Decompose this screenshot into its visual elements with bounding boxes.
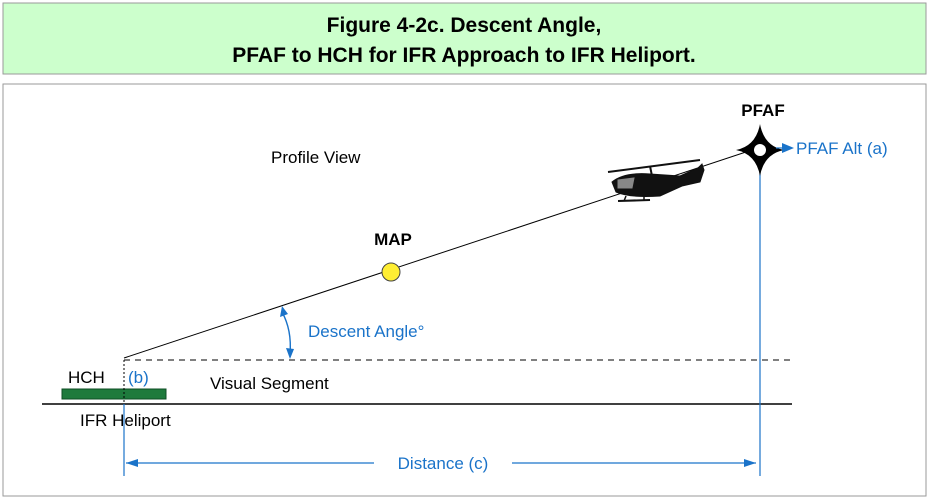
hch-label: HCH — [68, 368, 105, 387]
helicopter-icon — [607, 159, 705, 202]
pfaf-alt-label: PFAF Alt (a) — [796, 139, 888, 158]
visual-segment-label: Visual Segment — [210, 374, 329, 393]
pfaf-label: PFAF — [741, 101, 784, 120]
hch-ref-label: (b) — [128, 368, 149, 387]
map-marker-icon — [381, 262, 401, 282]
title-band — [2, 2, 927, 75]
heliport-pad — [61, 388, 167, 400]
descent-angle-label: Descent Angle° — [308, 322, 424, 341]
map-label: MAP — [374, 230, 412, 249]
pfaf-alt-arrowhead — [782, 143, 794, 153]
ifr-heliport-label: IFR Heliport — [80, 411, 171, 430]
descent-angle-arrowhead-top — [280, 306, 288, 317]
figure-title-line-1: Figure 4-2c. Descent Angle, — [327, 14, 602, 37]
figure-title-line-2: PFAF to HCH for IFR Approach to IFR Heli… — [232, 44, 696, 67]
distance-arrowhead-right — [744, 459, 756, 467]
distance-arrowhead-left — [126, 459, 138, 467]
pfaf-waypoint-icon — [736, 124, 784, 176]
profile-view-label: Profile View — [271, 148, 361, 167]
descent-angle-arrowhead-bottom — [286, 348, 294, 359]
distance-label: Distance (c) — [398, 454, 489, 473]
